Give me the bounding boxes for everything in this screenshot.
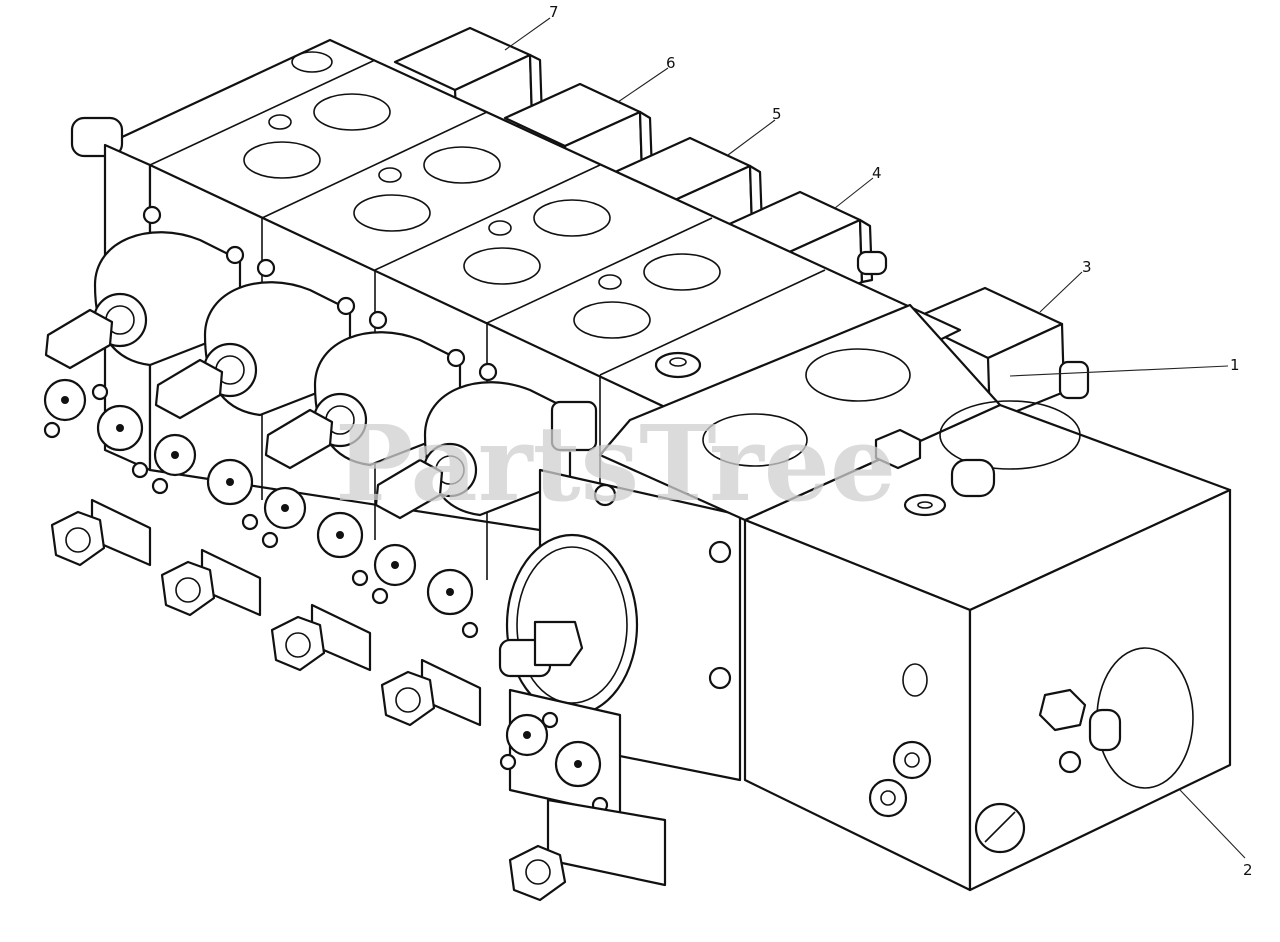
callout-1: 1 [1230, 356, 1240, 374]
callout-3: 3 [1082, 258, 1092, 276]
callout-5: 5 [772, 105, 782, 123]
callout-2: 2 [1243, 861, 1253, 879]
callout-7: 7 [549, 3, 559, 21]
solenoid-coil-3 [908, 286, 1090, 424]
actuator-section-4 [374, 362, 598, 520]
actuator-section-3 [264, 310, 466, 470]
bottom-hex-fittings [50, 498, 482, 727]
actuator-section-1 [44, 205, 245, 370]
callout-6: 6 [666, 54, 676, 72]
inlet-block [598, 303, 1232, 892]
watermark-text: PartsTree [335, 402, 896, 525]
lower-port-plugs [43, 378, 479, 639]
relief-valve-unit [498, 468, 742, 902]
actuator-section-2 [154, 258, 356, 420]
callout-4: 4 [872, 164, 882, 182]
callout-leaders [504, 17, 1246, 859]
